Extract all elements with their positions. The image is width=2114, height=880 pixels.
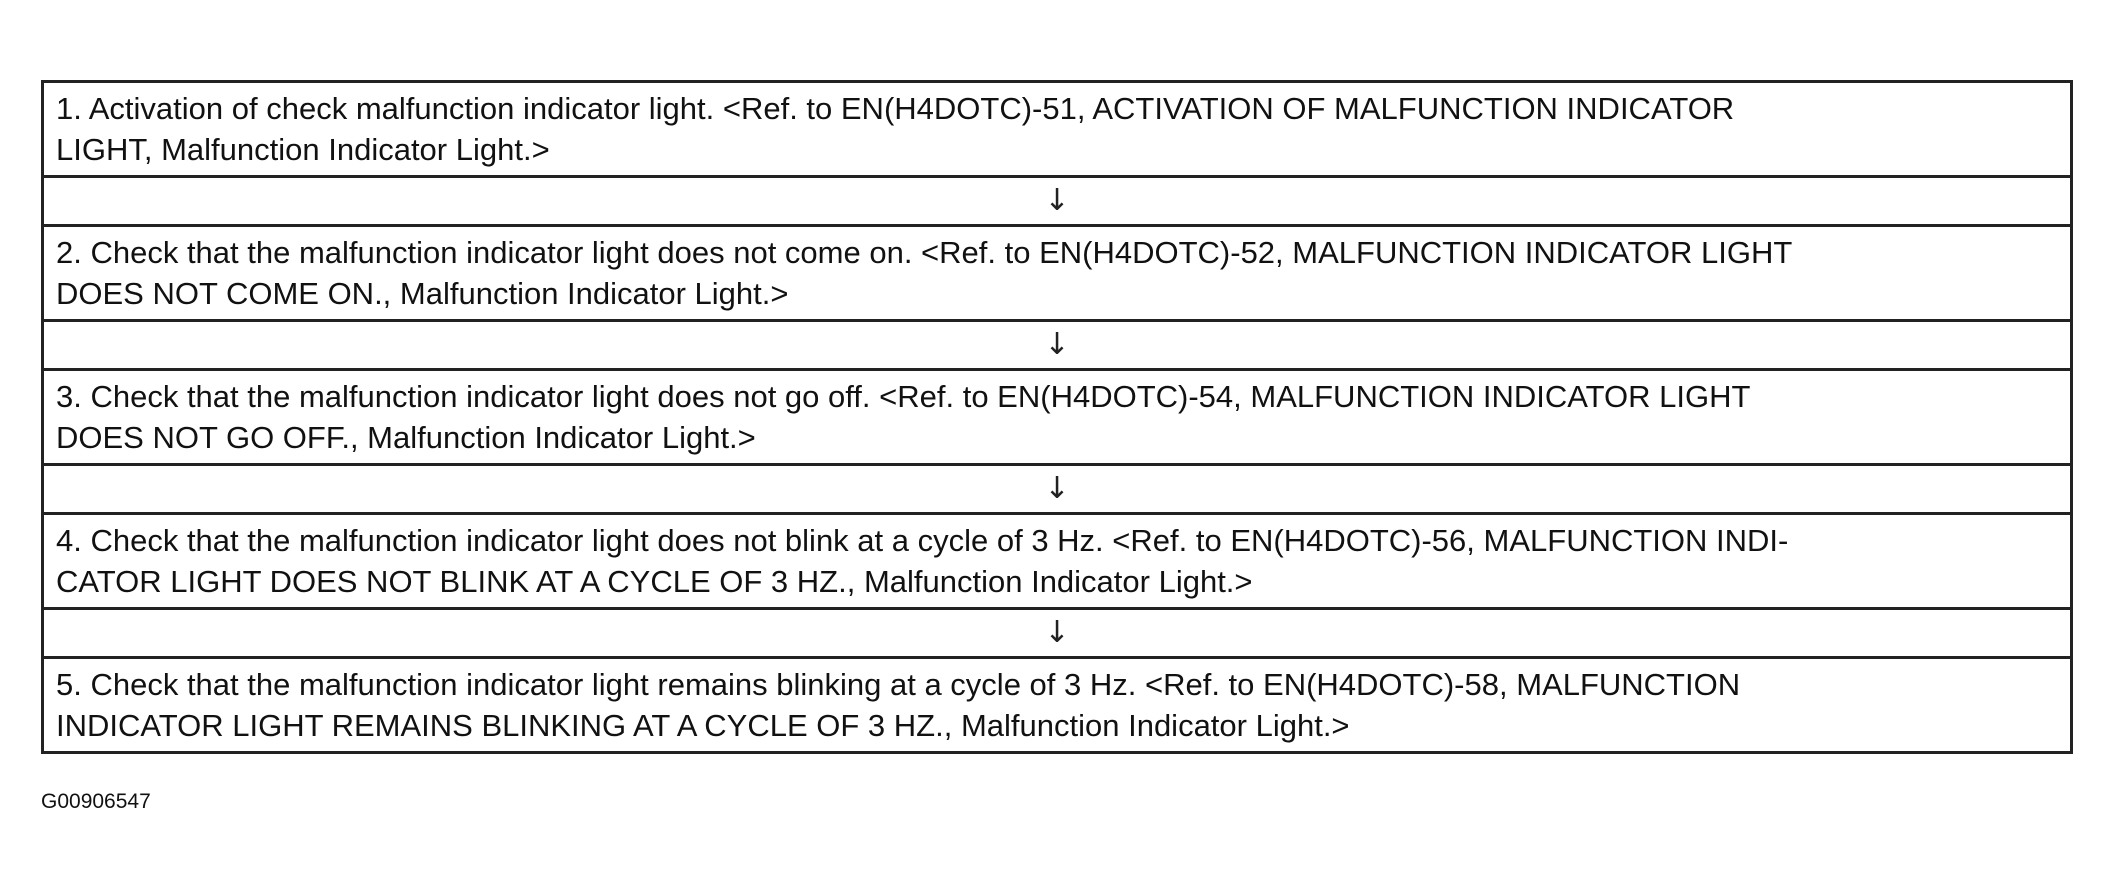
arrow-row-1: ↓	[41, 175, 2073, 227]
step-box-2: 2. Check that the malfunction indicator …	[41, 224, 2073, 322]
step-text-3: 3. Check that the malfunction indicator …	[44, 376, 2070, 458]
step-1-line-2: LIGHT, Malfunction Indicator Light.>	[56, 132, 550, 167]
arrow-row-3: ↓	[41, 463, 2073, 515]
step-text-4: 4. Check that the malfunction indicator …	[44, 520, 2070, 602]
down-arrow-icon: ↓	[1044, 327, 1070, 362]
step-row-3: 3. Check that the malfunction indicator …	[41, 368, 2073, 466]
down-arrow-icon: ↓	[1044, 615, 1070, 650]
step-5-line-1: 5. Check that the malfunction indicator …	[56, 667, 1741, 702]
step-text-1: 1. Activation of check malfunction indic…	[44, 88, 2070, 170]
step-box-3: 3. Check that the malfunction indicator …	[41, 368, 2073, 466]
step-box-1: 1. Activation of check malfunction indic…	[41, 80, 2073, 178]
figure-id: G00906547	[41, 790, 151, 813]
step-row-5: 5. Check that the malfunction indicator …	[41, 656, 2073, 754]
step-text-2: 2. Check that the malfunction indicator …	[44, 232, 2070, 314]
procedure-flowchart: 1. Activation of check malfunction indic…	[41, 80, 2073, 754]
step-row-2: 2. Check that the malfunction indicator …	[41, 224, 2073, 322]
arrow-connector-3: ↓	[41, 463, 2073, 515]
step-text-5: 5. Check that the malfunction indicator …	[44, 664, 2070, 746]
step-1-line-1: 1. Activation of check malfunction indic…	[56, 91, 1735, 126]
step-4-line-2: CATOR LIGHT DOES NOT BLINK AT A CYCLE OF…	[56, 564, 1253, 599]
step-row-1: 1. Activation of check malfunction indic…	[41, 80, 2073, 178]
step-3-line-2: DOES NOT GO OFF., Malfunction Indicator …	[56, 420, 756, 455]
step-5-line-2: INDICATOR LIGHT REMAINS BLINKING AT A CY…	[56, 708, 1350, 743]
arrow-connector-2: ↓	[41, 319, 2073, 371]
step-2-line-1: 2. Check that the malfunction indicator …	[56, 235, 1793, 270]
down-arrow-icon: ↓	[1044, 471, 1070, 506]
step-4-line-1: 4. Check that the malfunction indicator …	[56, 523, 1789, 558]
arrow-row-2: ↓	[41, 319, 2073, 371]
arrow-connector-1: ↓	[41, 175, 2073, 227]
down-arrow-icon: ↓	[1044, 183, 1070, 218]
step-3-line-1: 3. Check that the malfunction indicator …	[56, 379, 1751, 414]
step-box-4: 4. Check that the malfunction indicator …	[41, 512, 2073, 610]
step-box-5: 5. Check that the malfunction indicator …	[41, 656, 2073, 754]
arrow-connector-4: ↓	[41, 607, 2073, 659]
step-row-4: 4. Check that the malfunction indicator …	[41, 512, 2073, 610]
arrow-row-4: ↓	[41, 607, 2073, 659]
step-2-line-2: DOES NOT COME ON., Malfunction Indicator…	[56, 276, 789, 311]
